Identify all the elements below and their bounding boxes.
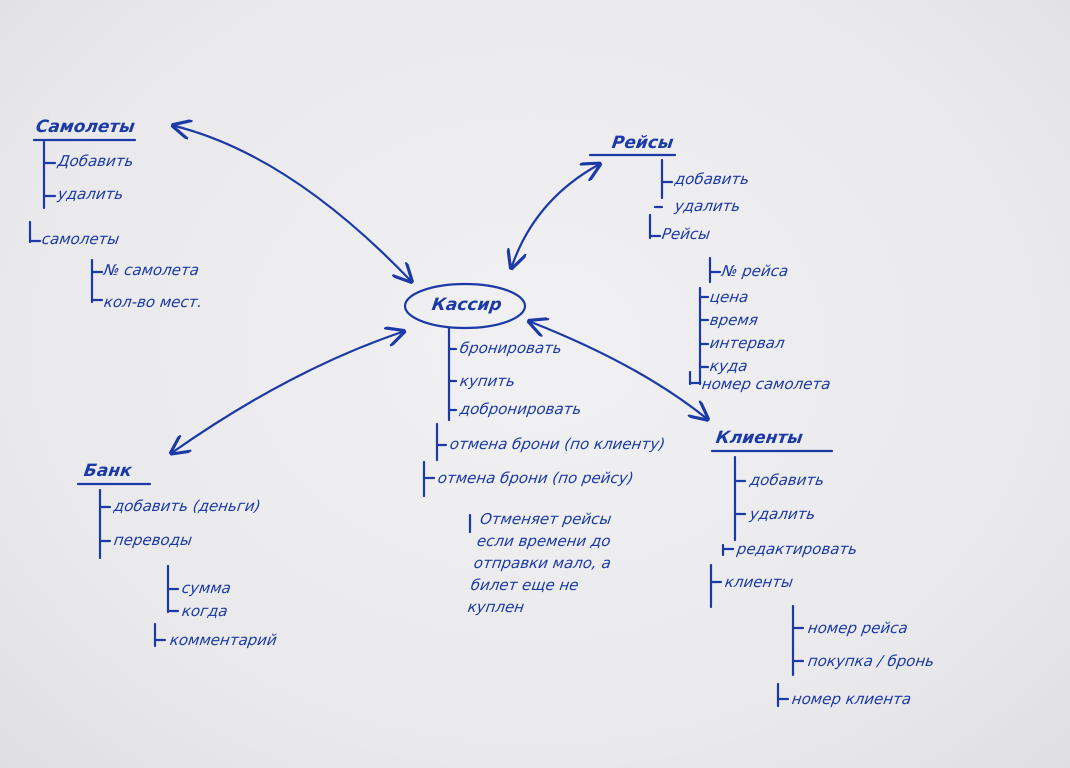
center-label: Кассир xyxy=(430,295,504,315)
flights-item-delete: удалить xyxy=(673,197,742,215)
bank-item-transfers: переводы xyxy=(112,531,194,549)
clients-sub-client-number: номер клиента xyxy=(790,690,913,708)
flights-sub-destination: куда xyxy=(708,357,749,375)
flights-sub-time: время xyxy=(708,311,760,329)
bank-sub-amount: сумма xyxy=(180,579,233,597)
bank-sub-comment: комментарий xyxy=(168,631,279,649)
planes-item-delete: удалить xyxy=(56,185,125,203)
flights-sub-plane-number: номер самолета xyxy=(700,375,832,393)
cashier-item-cancel-by-client: отмена брони (по клиенту) xyxy=(448,435,667,453)
planes-sub-number: № самолета xyxy=(102,261,201,279)
clients-sub-flight-number: номер рейса xyxy=(806,619,910,637)
flights-title: Рейсы xyxy=(610,133,675,153)
bank-sub-when: когда xyxy=(180,602,229,620)
bank-item-add-money: добавить (деньги) xyxy=(112,497,262,515)
clients-sub-purchase-booking: покупка / бронь xyxy=(806,652,936,670)
clients-item-add: добавить xyxy=(748,471,826,489)
center-ellipse xyxy=(403,282,527,330)
flights-sub-price: цена xyxy=(708,288,750,306)
clients-item-delete: удалить xyxy=(748,505,817,523)
bank-title: Банк xyxy=(82,461,134,481)
arrow-to-planes xyxy=(175,126,410,280)
arrow-to-bank xyxy=(173,332,402,452)
flights-sub-number: № рейса xyxy=(720,262,790,280)
cashier-item-book: бронировать xyxy=(458,339,564,357)
planes-item-list: самолеты xyxy=(40,230,121,248)
flights-sub-interval: интервал xyxy=(708,334,786,352)
planes-sub-seats: кол-во мест. xyxy=(102,293,204,311)
cashier-item-cancel-by-flight: отмена брони (по рейсу) xyxy=(436,469,635,487)
flights-item-list: Рейсы xyxy=(660,225,712,243)
planes-item-add: Добавить xyxy=(56,152,135,170)
arrow-to-flights xyxy=(512,165,598,266)
clients-item-edit: редактировать xyxy=(735,540,859,558)
cashier-item-buy: купить xyxy=(458,372,517,390)
clients-title: Клиенты xyxy=(714,428,805,448)
cashier-item-extra-book: добронировать xyxy=(458,400,583,418)
clients-item-list: клиенты xyxy=(723,573,795,591)
planes-title: Самолеты xyxy=(34,117,137,137)
cashier-note: Отменяет рейсы если времени до отправки … xyxy=(466,510,613,616)
flights-item-add: добавить xyxy=(673,170,751,188)
arrow-to-clients xyxy=(531,322,706,418)
